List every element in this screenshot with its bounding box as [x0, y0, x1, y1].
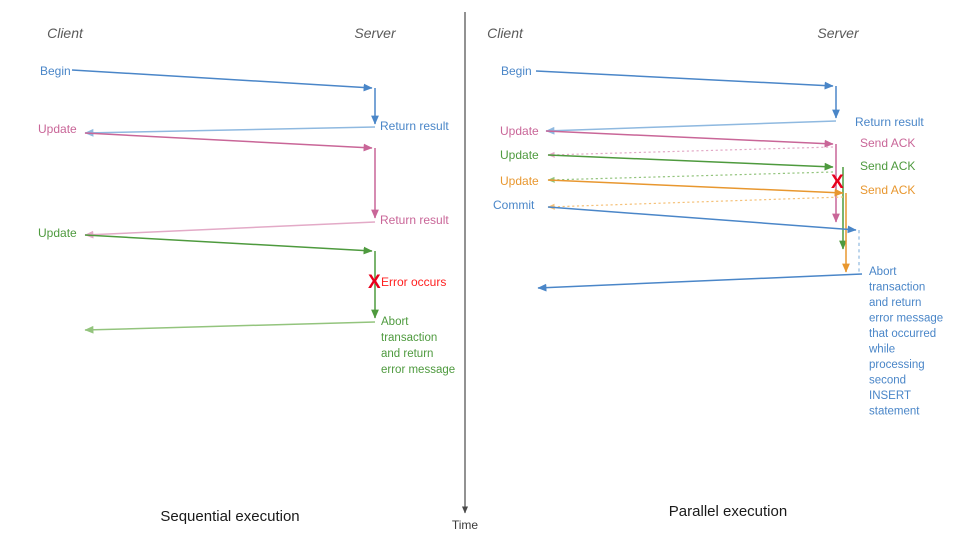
- abort-note-sequential: Abort transaction and return error message: [381, 316, 455, 376]
- arrow-abort-reply: [84, 321, 376, 334]
- server-lane-title: Server: [354, 25, 397, 41]
- abort-note-parallel-line: INSERT: [869, 390, 911, 402]
- label-return-result-2: Return result: [380, 213, 449, 227]
- client-lane-title: Client: [47, 25, 84, 41]
- abort-note-sequential-line: Abort: [381, 316, 409, 328]
- label-send-ack-1: Send ACK: [860, 136, 915, 150]
- panel-parallel: [535, 70, 863, 292]
- time-axis-layer: Time: [452, 12, 479, 532]
- abort-note-parallel: Abort transaction and return error message t…: [868, 266, 943, 418]
- arrow-return-result-2-reply: [84, 221, 376, 239]
- arrow-abort-reply: [537, 273, 863, 292]
- client-lane-title: Client: [487, 25, 524, 41]
- abort-note-sequential-line: transaction: [381, 332, 437, 344]
- arrow-send-ack-3-reply: [547, 196, 844, 210]
- abort-note-parallel-line: processing: [869, 359, 925, 371]
- label-commit: Commit: [493, 198, 535, 212]
- arrow-update-3-request: [547, 179, 844, 197]
- abort-note-parallel-line: statement: [869, 406, 920, 418]
- panel-sequential: [71, 69, 379, 334]
- abort-note-parallel-line: error message: [869, 313, 943, 325]
- arrow-update-1-request: [545, 130, 834, 148]
- arrow-update-1-request: [84, 132, 373, 152]
- abort-note-sequential-line: error message: [381, 364, 455, 376]
- message-arrow-layer: [71, 69, 863, 334]
- abort-note-parallel-line: and return: [869, 297, 921, 309]
- label-return-result: Return result: [855, 115, 924, 129]
- arrow-update-2-request: [84, 234, 373, 255]
- label-update-1: Update: [38, 122, 77, 136]
- arrow-commit-request: [547, 206, 857, 234]
- label-update-3: Update: [500, 174, 539, 188]
- label-send-ack-3: Send ACK: [860, 183, 915, 197]
- error-occurs-label: Error occurs: [381, 275, 446, 289]
- label-begin: Begin: [40, 64, 71, 78]
- arrow-send-ack-2-reply: [547, 171, 834, 183]
- arrow-begin-request: [71, 69, 373, 92]
- label-update-1: Update: [500, 124, 539, 138]
- arrow-update-2-request: [547, 154, 834, 171]
- abort-note-parallel-line: while: [868, 344, 895, 356]
- arrow-send-ack-1-reply: [547, 146, 834, 158]
- arrow-begin-request: [535, 70, 834, 90]
- panel-caption-sequential: Sequential execution: [160, 508, 299, 525]
- server-lane-title: Server: [817, 25, 860, 41]
- abort-note-parallel-line: second: [869, 375, 906, 387]
- panel-caption-parallel: Parallel execution: [669, 503, 787, 520]
- abort-note-parallel-line: Abort: [869, 266, 897, 278]
- label-update-2: Update: [38, 226, 77, 240]
- label-begin: Begin: [501, 64, 532, 78]
- label-update-2: Update: [500, 148, 539, 162]
- error-x-icon: X: [831, 172, 844, 193]
- arrow-return-result-1-reply: [84, 126, 376, 137]
- abort-note-sequential-line: and return: [381, 348, 433, 360]
- error-x-icon: X: [368, 272, 381, 293]
- label-return-result-1: Return result: [380, 119, 449, 133]
- time-axis-label: Time: [452, 518, 479, 532]
- abort-note-parallel-line: transaction: [869, 282, 925, 294]
- arrow-return-result-reply: [545, 120, 837, 135]
- label-send-ack-2: Send ACK: [860, 159, 915, 173]
- abort-note-parallel-line: that occurred: [869, 328, 936, 340]
